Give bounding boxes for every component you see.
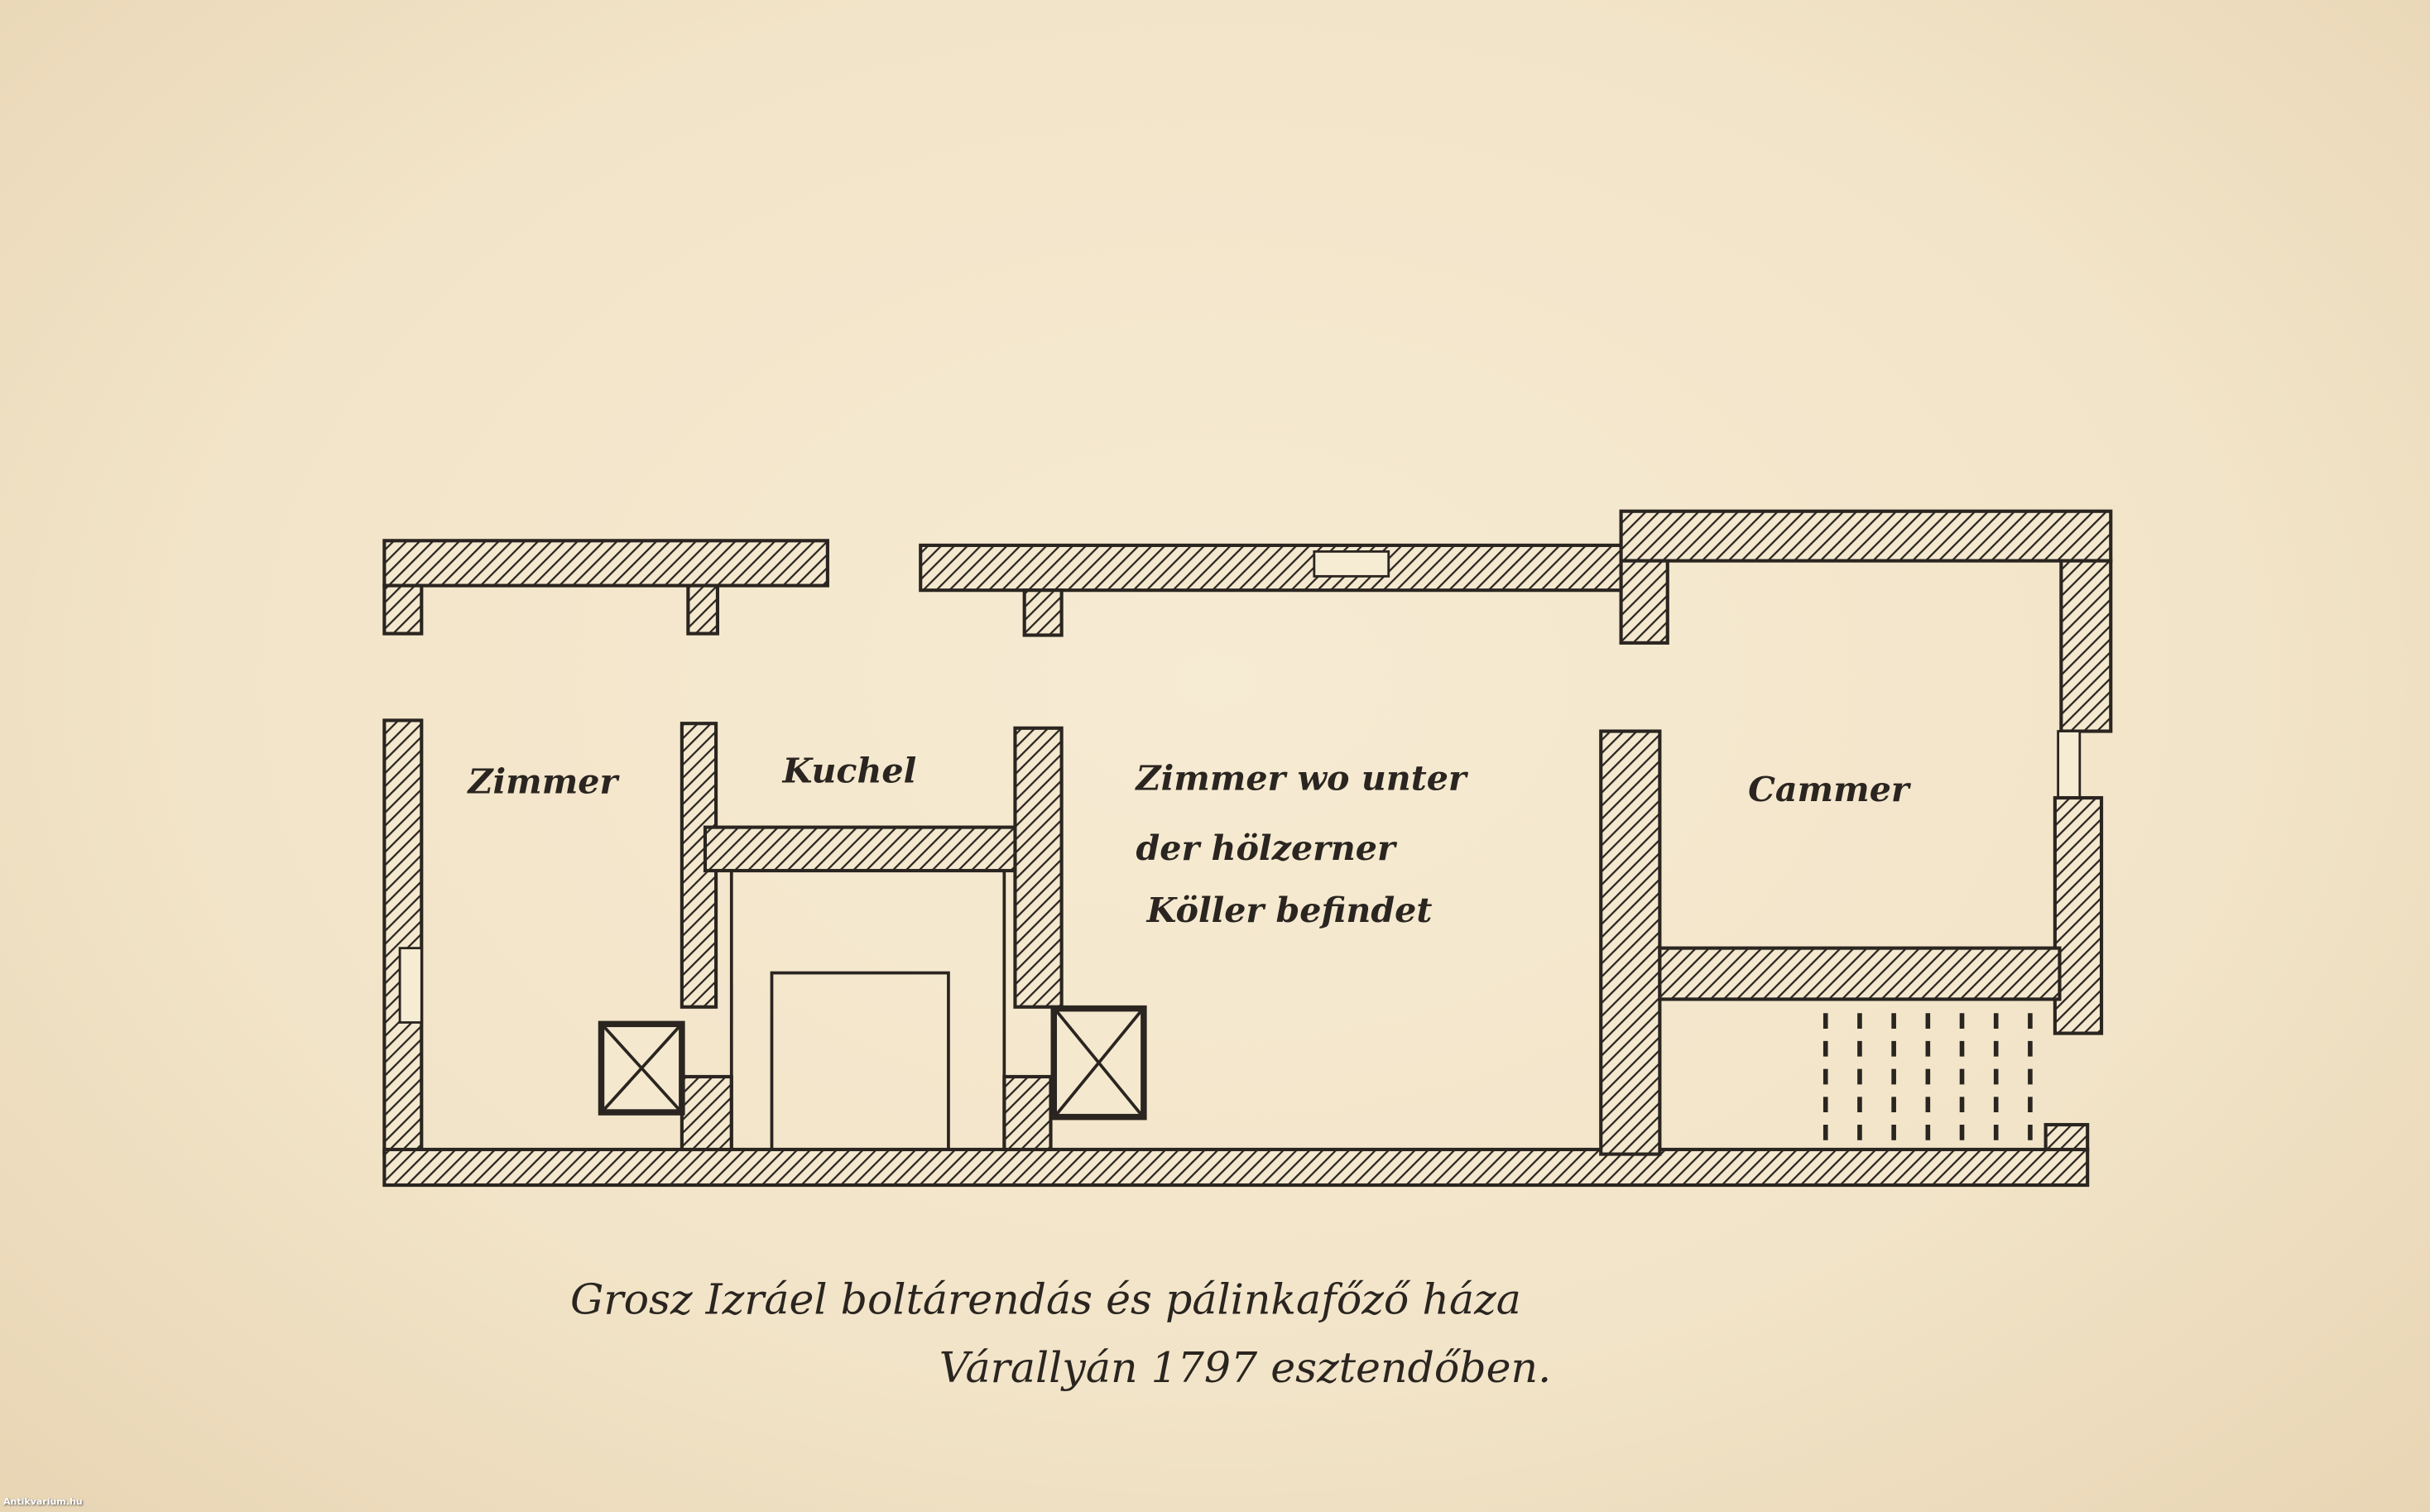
wall-stub: [382, 583, 424, 636]
room-label-zimmer-middle-3: Köller befindet: [1146, 890, 1433, 930]
wall-bottom: [382, 1147, 2090, 1188]
room-label-kuchel: Kuchel: [782, 750, 917, 790]
wall-zimmer-cammer: [1599, 729, 1662, 1156]
wall-cammer-top: [1619, 509, 2113, 563]
wall-kuchel-right: [1013, 726, 1064, 1009]
wall-top-left: [382, 539, 829, 588]
wall-kuchel-inner: [703, 825, 1025, 873]
watermark: Antikvarium.hu: [3, 1496, 83, 1507]
wall-top-middle: [919, 543, 1623, 593]
window: [1313, 550, 1390, 578]
wall-stub: [686, 583, 720, 636]
caption-line-1: Grosz Izráel boltárendás és pálinkafőző …: [570, 1274, 1521, 1323]
wall-stub: [1022, 588, 1064, 637]
wall-left: [382, 718, 424, 1156]
room-label-zimmer: Zimmer: [466, 761, 620, 801]
room-label-cammer: Cammer: [1748, 769, 1912, 809]
walls: [382, 509, 2113, 1188]
window: [398, 947, 423, 1024]
room-label-zimmer-middle-2: der hölzerner: [1136, 828, 1398, 868]
stove-right: [1050, 1005, 1147, 1121]
wall-cammer-right: [2059, 559, 2113, 733]
caption-line-2: Várallyán 1797 esztendőben.: [939, 1343, 1551, 1392]
stove-left: [598, 1020, 685, 1116]
wall-stub: [2043, 1122, 2090, 1152]
wall-cammer-left-stub: [1619, 559, 1669, 645]
wall-zimmer-kuchel: [680, 722, 718, 1009]
wall-kuchel-right-lower: [1002, 1074, 1053, 1152]
wall-zimmer-kuchel-lower: [680, 1074, 733, 1152]
room-label-zimmer-middle-1: Zimmer wo unter: [1135, 758, 1469, 799]
wall-cammer-right-lower: [2053, 795, 2104, 1035]
window: [2057, 730, 2082, 799]
staircase: [1822, 1013, 2033, 1147]
wall-cammer-bottom: [1658, 946, 2062, 1001]
oven: [770, 971, 950, 1151]
